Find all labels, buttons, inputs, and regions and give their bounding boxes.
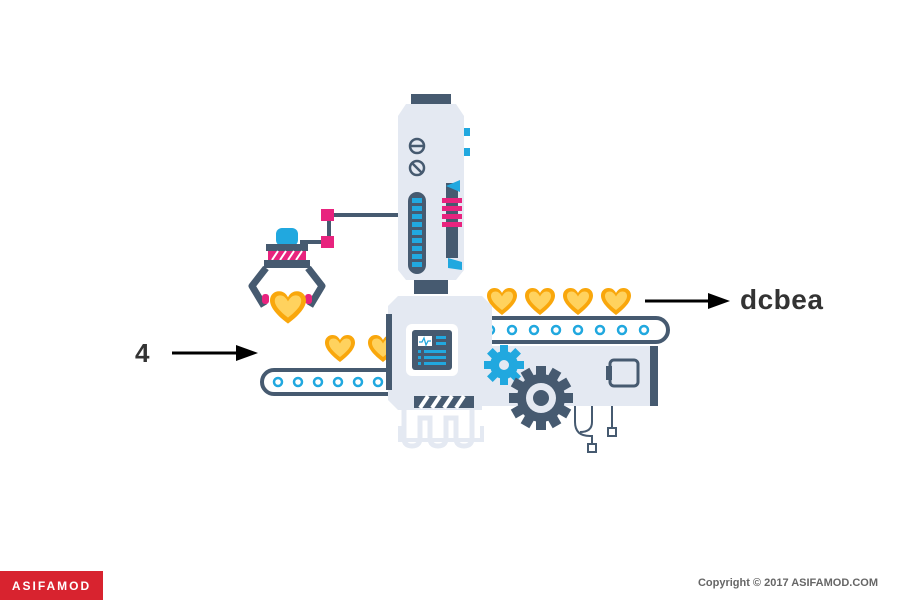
- copyright-text: Copyright © 2017 ASIFAMOD.COM: [697, 577, 878, 589]
- monitor-icon: [406, 324, 458, 376]
- heart-icon: [563, 288, 593, 315]
- machine-tower: [398, 94, 470, 294]
- input-conveyor-belt: [260, 368, 404, 396]
- gear-icon: [484, 345, 524, 385]
- input-arrow: [172, 345, 258, 361]
- input-value: 4: [135, 338, 150, 368]
- brand-logo: ASIFAMOD: [0, 571, 103, 600]
- machine-wires: [574, 406, 617, 453]
- output-conveyor-belt: [466, 316, 670, 344]
- heart-icon: [325, 335, 355, 362]
- machine-body: [386, 296, 658, 449]
- output-value: dcbea: [740, 284, 824, 315]
- output-arrow: [645, 293, 730, 309]
- heart-icon: [601, 288, 631, 315]
- heart-icon: [525, 288, 555, 315]
- gear-icon: [509, 366, 573, 430]
- claw-arm: [300, 209, 398, 248]
- robot-claw-icon: [248, 228, 326, 324]
